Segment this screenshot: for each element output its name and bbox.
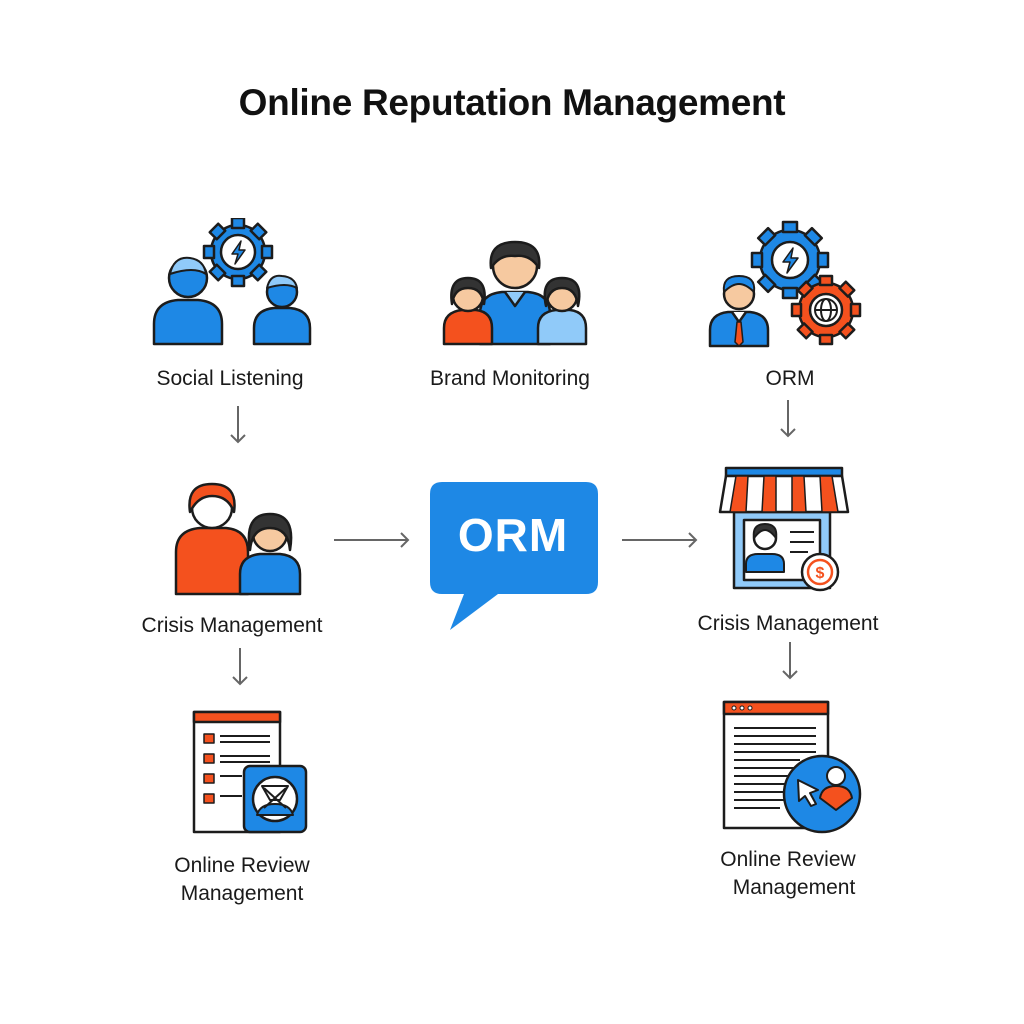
page-title: Online Reputation Management (238, 82, 786, 123)
review-right-label-line2: Management (732, 876, 856, 899)
arrow-down-crisis-right (782, 642, 798, 680)
arrow-right-from-center (622, 532, 698, 548)
review-left-label-line2: Management (180, 882, 304, 905)
arrow-down-orm (780, 400, 796, 438)
arrow-down-crisis-left (232, 648, 248, 686)
review-left-label-line1: Online Review (174, 854, 310, 877)
group-people-icon (442, 240, 588, 346)
businessman-gears-icon (708, 220, 862, 348)
social-listening-label: Social Listening (156, 367, 304, 390)
arrow-down-social (230, 406, 246, 444)
svg-text:$: $ (816, 565, 825, 582)
browser-cursor-icon (722, 700, 862, 834)
two-people-icon (174, 482, 302, 596)
arrow-right-to-center (334, 532, 410, 548)
brand-monitoring-label: Brand Monitoring (430, 367, 590, 390)
speech-bubble-icon (430, 482, 598, 630)
center-orm-text: ORM (457, 509, 569, 561)
review-right-label-line1: Online Review (720, 848, 856, 871)
crisis-right-label: Crisis Management (697, 612, 879, 635)
storefront-icon: $ (718, 466, 850, 592)
orm-top-label: ORM (765, 367, 815, 390)
crisis-left-label: Crisis Management (141, 614, 323, 637)
checklist-badge-icon (192, 710, 308, 834)
people-gear-icon (152, 218, 312, 346)
